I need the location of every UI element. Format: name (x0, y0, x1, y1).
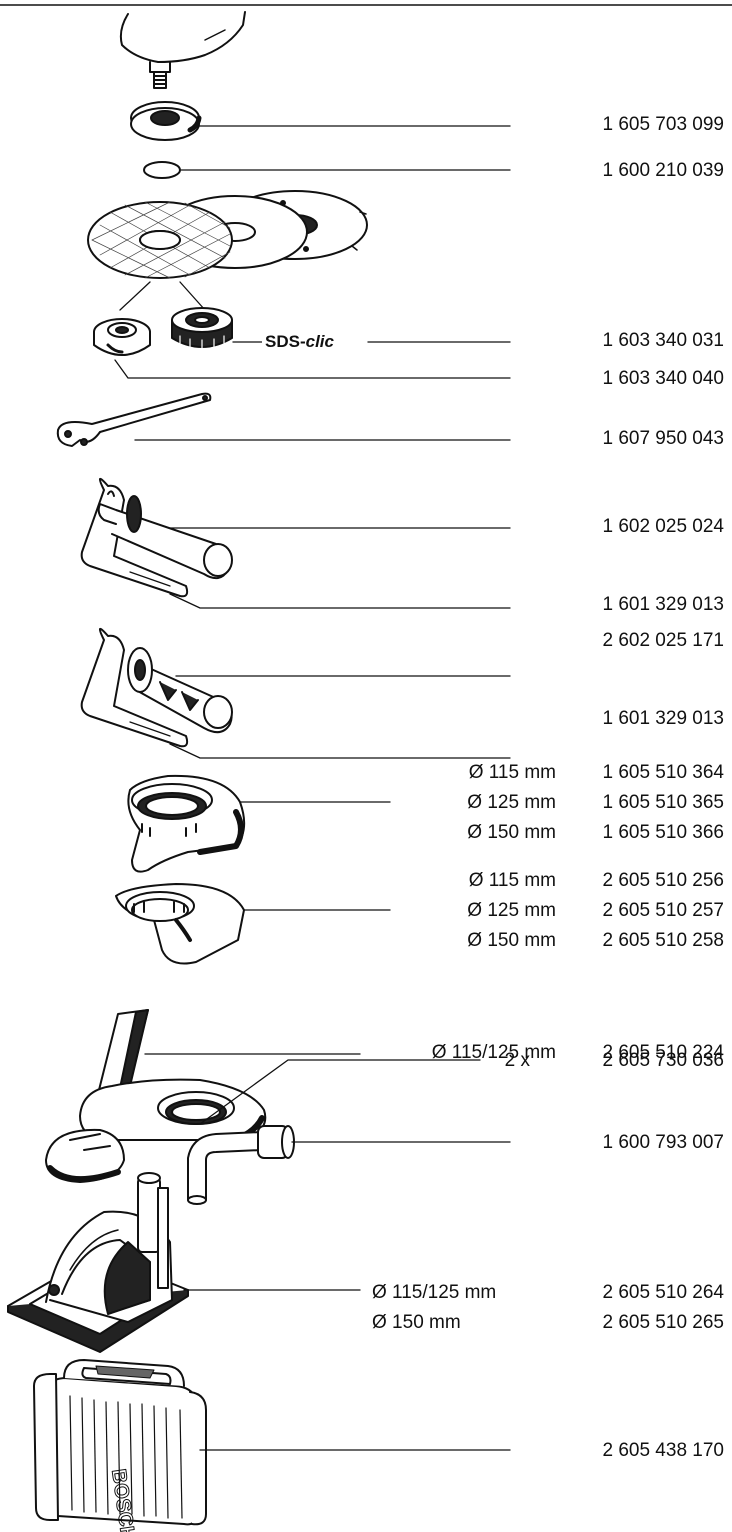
protective-guard-drawing (127, 774, 246, 873)
part-number: 1 601 329 013 (602, 594, 724, 615)
part-number: 1 601 329 013 (602, 708, 724, 729)
cutting-guard-drawing (115, 883, 245, 965)
hose-adapter-drawing (187, 1125, 295, 1205)
part-number: 2 605 730 036 (602, 1050, 724, 1071)
extraction-hood-drawing (45, 1009, 267, 1183)
part-number: 1 603 340 040 (602, 368, 724, 389)
part-number: 1 600 793 007 (602, 1132, 724, 1153)
part-number: 2 605 510 264 (602, 1282, 724, 1303)
dim-label: Ø 115 mm (468, 762, 556, 783)
part-number: 1 605 510 366 (602, 822, 724, 843)
split-line (179, 281, 206, 311)
dim-label: Ø 150 mm (372, 1312, 461, 1333)
part-number: 2 605 510 265 (602, 1312, 724, 1333)
cutting-guide-drawing (7, 1172, 189, 1353)
sds-clic-label: SDS-clic (262, 332, 337, 352)
grinder-head-drawing (119, 11, 246, 89)
dim-label: Ø 115/125 mm (431, 1042, 556, 1063)
part-number: 2 605 510 257 (602, 900, 724, 921)
carrying-case-drawing (33, 1359, 207, 1526)
part-number: 2 605 510 258 (602, 930, 724, 951)
leader-line (199, 1059, 481, 1125)
part-number: 1 602 025 024 (602, 516, 724, 537)
split-line (119, 281, 151, 311)
leader-line (169, 593, 511, 609)
spanner-drawing (56, 392, 212, 447)
part-number: 2 605 510 224 (602, 1042, 724, 1063)
clamping-nut-drawing (93, 318, 151, 356)
part-number: 1 605 510 364 (602, 762, 724, 783)
vibration-handle-drawing (80, 628, 233, 748)
dim-label: Ø 115/125 mm (372, 1282, 497, 1303)
part-number: 1 600 210 039 (602, 160, 724, 181)
o-ring-drawing (143, 161, 181, 179)
dim-label: Ø 125 mm (467, 792, 556, 813)
leader-line (169, 743, 511, 759)
part-number: 1 607 950 043 (602, 428, 724, 449)
sds-suffix: clic (305, 332, 334, 351)
dim-label: Ø 115 mm (468, 870, 556, 891)
dim-label: 2 x (504, 1050, 530, 1071)
dim-label: Ø 150 mm (467, 930, 556, 951)
part-number: 2 605 510 256 (602, 870, 724, 891)
part-number: 2 602 025 171 (602, 630, 724, 651)
part-number: 1 603 340 031 (602, 330, 724, 351)
sds-prefix: SDS- (265, 332, 306, 351)
flange-drawing (130, 101, 202, 141)
part-number: 1 605 510 365 (602, 792, 724, 813)
handle-bracket-drawing (80, 478, 233, 598)
part-number: 2 605 438 170 (602, 1440, 724, 1461)
dim-label: Ø 150 mm (467, 822, 556, 843)
sds-clic-nut-drawing (171, 307, 233, 349)
leader-line (114, 359, 511, 379)
dim-label: Ø 125 mm (467, 900, 556, 921)
discs-drawing (87, 190, 368, 279)
part-number: 1 605 703 099 (602, 114, 724, 135)
